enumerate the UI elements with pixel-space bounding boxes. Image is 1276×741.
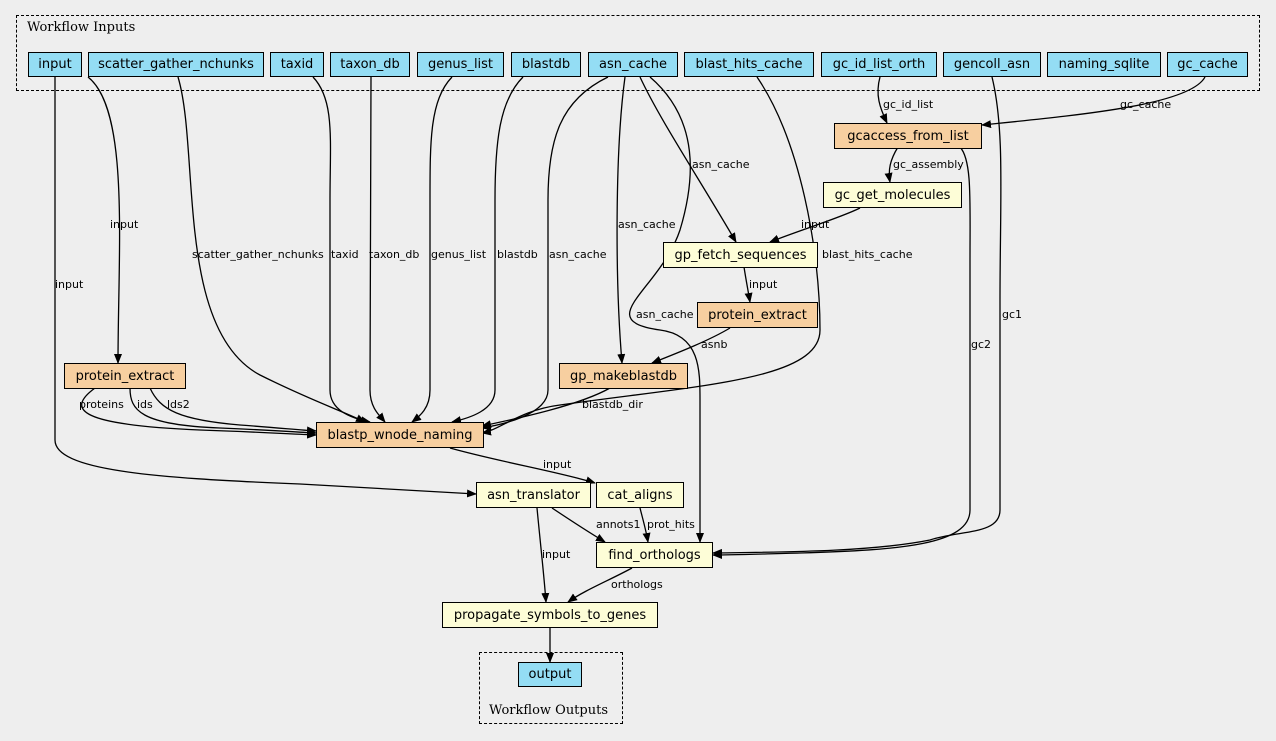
edge-gc-cache [981, 76, 1206, 129]
edge-lds2 [149, 387, 317, 435]
edge-prot-hits [639, 507, 651, 543]
edge-label-genus-list: genus_list [431, 248, 487, 261]
input-node-naming-sqlite[interactable]: naming_sqlite [1047, 52, 1161, 77]
edge-label-annots1: annots1 [596, 518, 640, 531]
input-node-blast-hits-cache[interactable]: blast_hits_cache [684, 52, 814, 77]
workflow-outputs-cluster [479, 652, 623, 724]
edge-label-gc2: gc2 [971, 338, 991, 351]
edge-asnb [651, 327, 731, 364]
edge-label-asnb: asnb [701, 338, 727, 351]
input-node-scatter-gather-nchunks[interactable]: scatter_gather_nchunks [88, 52, 264, 77]
edge-input-cat [449, 447, 596, 485]
step-node-gp-fetch-sequences[interactable]: gp_fetch_sequences [663, 242, 818, 268]
output-node-output[interactable]: output [518, 662, 582, 687]
step-node-protein-extract-2[interactable]: protein_extract [697, 302, 818, 328]
edge-gc1 [712, 76, 1002, 557]
edge-label-blastdb-dir: blastdb_dir [582, 398, 643, 411]
edge-ids [129, 387, 317, 437]
edge-orthologs [567, 567, 633, 603]
edge-input-pe1 [87, 76, 123, 364]
edge-label-gc1: gc1 [1002, 308, 1022, 321]
input-node-taxon-db[interactable]: taxon_db [330, 52, 410, 77]
edge-gc-id-list [877, 76, 888, 124]
edge-label-taxid: taxid [331, 248, 359, 261]
step-node-gc-get-molecules[interactable]: gc_get_molecules [823, 182, 962, 208]
edge-label-gc-id-list: gc_id_list [883, 98, 934, 111]
edge-taxid [312, 76, 371, 425]
edge-blast-hits-cache [481, 76, 821, 436]
edge-proteins [81, 387, 317, 439]
edge-asn-cache-orth [628, 76, 704, 543]
step-node-asn-translator[interactable]: asn_translator [476, 482, 591, 508]
edge-label-input-translator: input [55, 278, 84, 291]
edge-input-propagate [536, 507, 550, 603]
step-node-find-orthologs[interactable]: find_orthologs [596, 542, 713, 568]
step-node-protein-extract-1[interactable]: protein_extract [64, 363, 186, 389]
edge-label-asn-cache-fetch: asn_cache [692, 158, 750, 171]
step-node-cat-aligns[interactable]: cat_aligns [596, 482, 684, 508]
edge-gc-assembly [884, 146, 899, 183]
edge-taxon-db [369, 76, 386, 423]
edge-input-pe2 [743, 266, 753, 303]
edge-label-lds2: lds2 [167, 398, 190, 411]
workflow-inputs-label: Workflow Inputs [27, 20, 136, 35]
edge-input-fetch [769, 207, 861, 243]
edge-blastdb-dir [481, 387, 611, 429]
edge-label-gc-cache: gc_cache [1120, 98, 1171, 111]
edge-scatter-gather-nchunks [177, 76, 366, 423]
edge-label-input-pe1: input [110, 218, 139, 231]
edge-gc2 [712, 146, 971, 559]
edge-label-prot-hits: prot_hits [647, 518, 695, 531]
edge-genus-list [411, 76, 453, 423]
edge-input-translator [54, 77, 477, 498]
edge-annots1 [551, 507, 606, 543]
input-node-gencoll-asn[interactable]: gencoll_asn [943, 52, 1041, 77]
input-node-genus-list[interactable]: genus_list [417, 52, 504, 77]
input-node-input[interactable]: input [28, 52, 82, 77]
step-node-blastp-wnode-naming[interactable]: blastp_wnode_naming [316, 422, 484, 448]
edge-label-asn-cache-blastp: asn_cache [549, 248, 607, 261]
edge-label-input-cat: input [543, 458, 572, 471]
edge-label-input-fetch: input [801, 218, 830, 231]
input-node-gc-cache[interactable]: gc_cache [1167, 52, 1248, 77]
step-node-gcaccess-from-list[interactable]: gcaccess_from_list [834, 123, 982, 149]
edge-label-asn-cache-orth: asn_cache [636, 308, 694, 321]
input-node-gc-id-list-orth[interactable]: gc_id_list_orth [821, 52, 937, 77]
input-node-blastdb[interactable]: blastdb [511, 52, 581, 77]
edge-asn-cache-fetch [639, 76, 737, 243]
edge-label-gc-assembly: gc_assembly [893, 158, 964, 171]
step-node-propagate-symbols-to-genes[interactable]: propagate_symbols_to_genes [442, 602, 658, 628]
edge-label-asn-cache-mkdb: asn_cache [618, 218, 676, 231]
edge-label-scatter-gather-nchunks: scatter_gather_nchunks [192, 248, 324, 261]
edge-label-proteins: proteins [79, 398, 124, 411]
workflow-inputs-cluster [16, 15, 1260, 91]
input-node-asn-cache[interactable]: asn_cache [588, 52, 678, 77]
workflow-outputs-label: Workflow Outputs [489, 703, 608, 718]
edge-asn-cache-mkdb [616, 76, 626, 364]
edge-blastdb [451, 76, 524, 424]
edge-label-blastdb: blastdb [497, 248, 538, 261]
step-node-gp-makeblastdb[interactable]: gp_makeblastdb [559, 363, 688, 389]
edge-label-taxon-db: taxon_db [369, 248, 419, 261]
edge-label-input-propagate: input [542, 548, 571, 561]
edge-label-input-pe2: input [749, 278, 778, 291]
edge-label-orthologs: orthologs [611, 578, 663, 591]
edge-label-blast-hits-cache: blast_hits_cache [822, 248, 913, 261]
input-node-taxid[interactable]: taxid [270, 52, 324, 77]
edge-label-ids: ids [137, 398, 153, 411]
